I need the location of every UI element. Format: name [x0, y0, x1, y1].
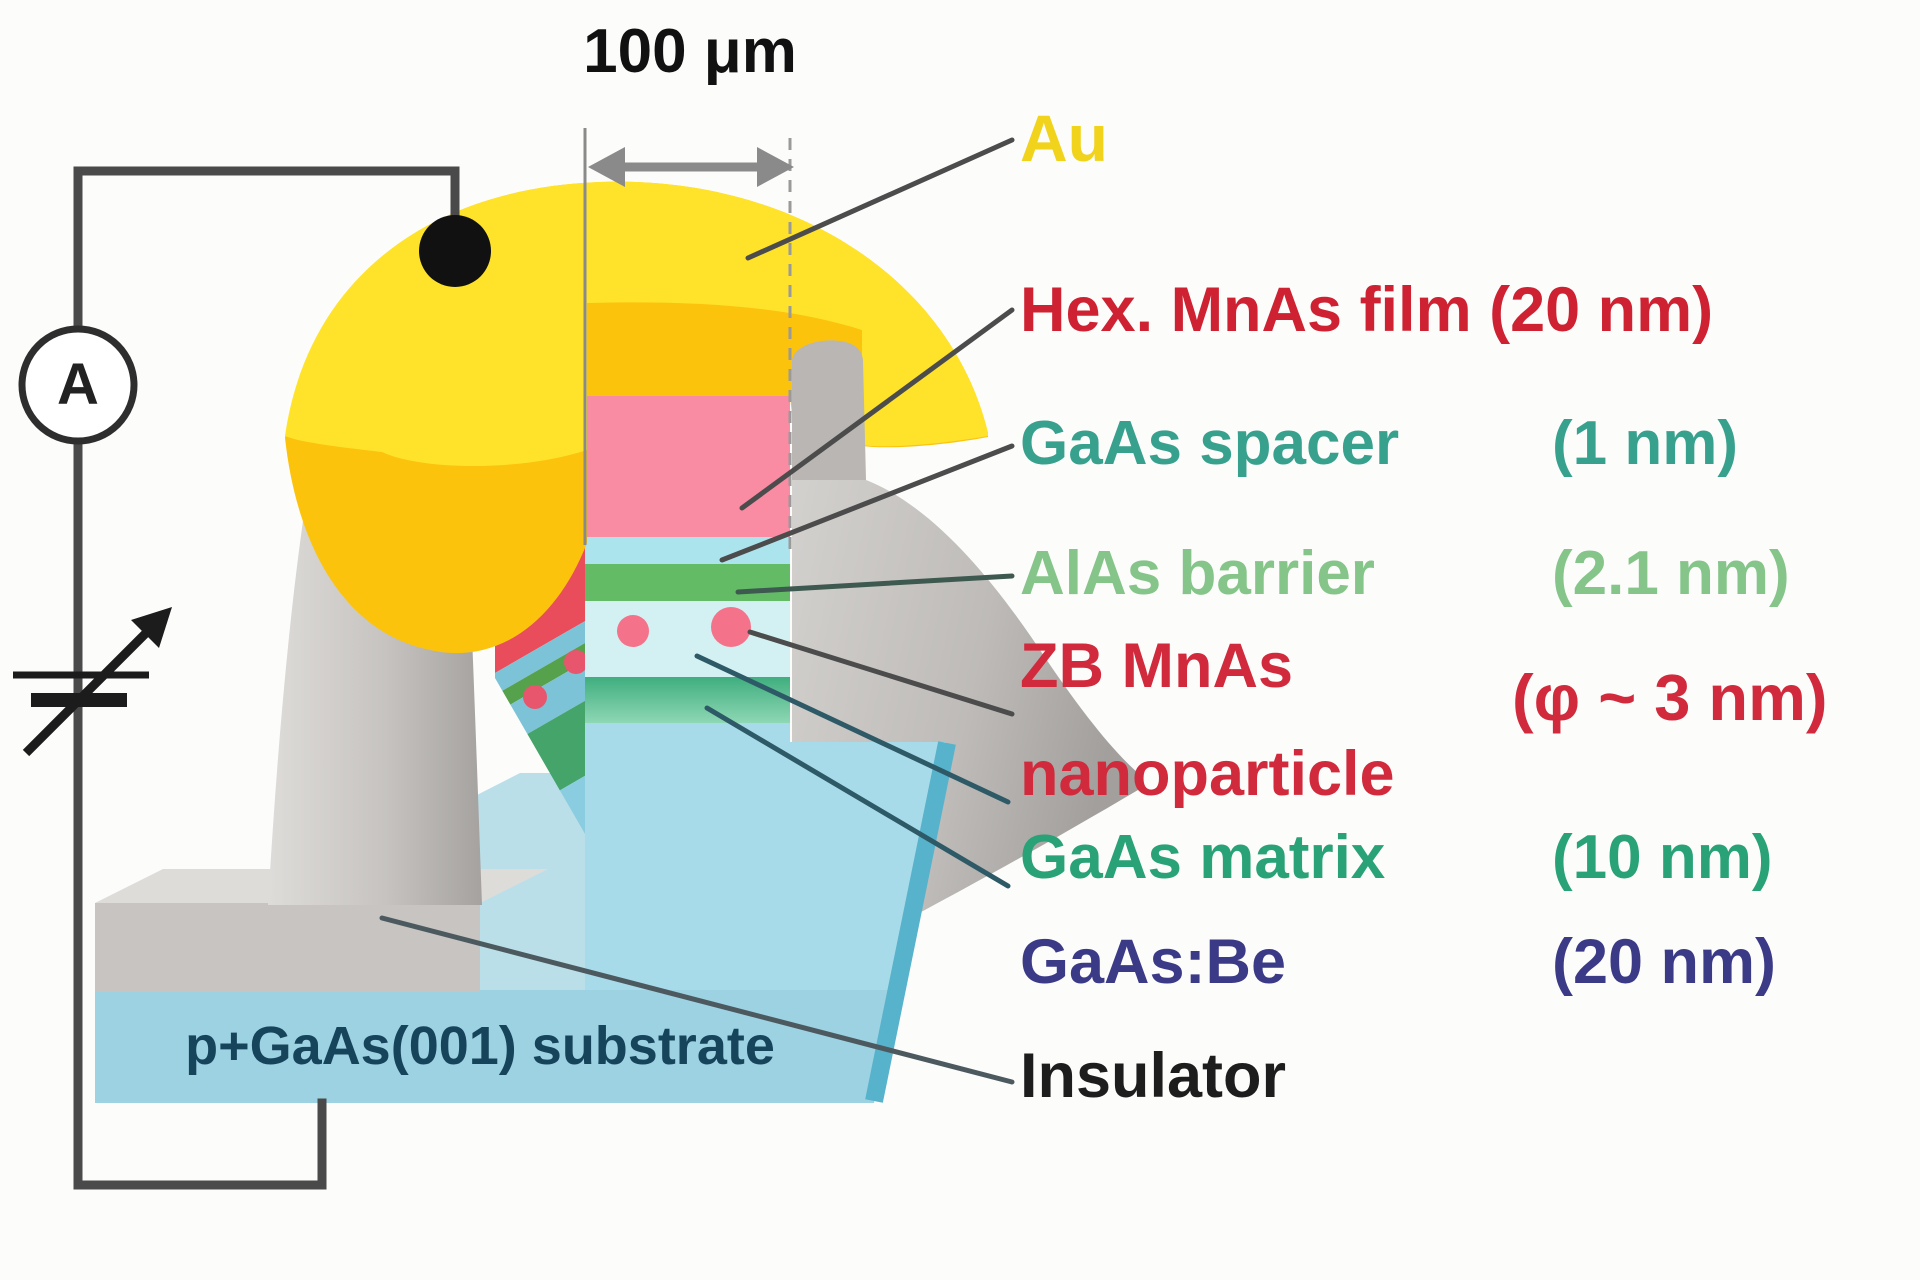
nanoparticle-dot	[564, 650, 587, 674]
size-alas-barrier: (2.1 nm)	[1552, 539, 1790, 608]
label-gaas-spacer: GaAs spacer	[1020, 409, 1400, 478]
block-right-edge	[865, 741, 956, 1103]
layer-stack-cut-face	[585, 396, 956, 1103]
size-gaas-spacer: (1 nm)	[1552, 409, 1738, 478]
leader-insulator	[379, 915, 1015, 1085]
hex-mnas-film-layer	[585, 396, 790, 537]
circuit	[73, 166, 460, 1190]
arrow-right-head	[757, 147, 794, 187]
nanoparticle-dot	[711, 607, 751, 647]
label-insulator: Insulator	[1020, 1041, 1287, 1111]
ammeter	[18, 325, 138, 445]
label-alas-barrier: AlAs barrier	[1020, 539, 1375, 608]
top-contact-dot	[419, 215, 491, 287]
ammeter-label: A	[57, 352, 99, 418]
label-au: Au	[1020, 101, 1108, 175]
leader-gaasbe	[704, 705, 1011, 889]
scale-dimension	[583, 128, 794, 555]
label-gaasbe: GaAs:Be	[1020, 927, 1287, 997]
leader-matrix	[694, 653, 1011, 805]
nanoparticle-dot	[523, 685, 547, 709]
arrow-left-head	[588, 147, 625, 187]
leader-spacer	[719, 443, 1015, 563]
alas-barrier-layer	[585, 564, 790, 601]
leader-hex-film	[739, 307, 1015, 511]
size-gaas-matrix: (10 nm)	[1552, 823, 1773, 892]
insulator-wall-finger	[792, 340, 866, 480]
gaas-spacer-layer	[585, 537, 790, 564]
size-gaasbe: (20 nm)	[1552, 927, 1777, 997]
label-zb-mnas-line1: ZB MnAs	[1020, 631, 1293, 701]
nanoparticle-dot	[617, 615, 649, 647]
leader-lines	[379, 137, 1015, 1085]
label-hex-mnas-film: Hex. MnAs film (20 nm)	[1020, 275, 1714, 345]
scale-bar-label: 100 μm	[583, 17, 797, 86]
label-zb-mnas-line2: nanoparticle	[1020, 739, 1395, 809]
nanoparticle-layer	[585, 601, 790, 677]
leader-au	[745, 137, 1015, 261]
substrate-front-face	[95, 990, 897, 1103]
leader-alas	[735, 573, 1015, 595]
gaasbe-layer	[585, 723, 946, 990]
substrate-label: p+GaAs(001) substrate	[185, 1016, 775, 1076]
leader-zb-mnas	[747, 629, 1015, 717]
variable-voltage-source	[13, 607, 172, 757]
label-gaas-matrix: GaAs matrix	[1020, 823, 1386, 892]
size-zb-mnas: (φ ~ 3 nm)	[1512, 661, 1828, 734]
